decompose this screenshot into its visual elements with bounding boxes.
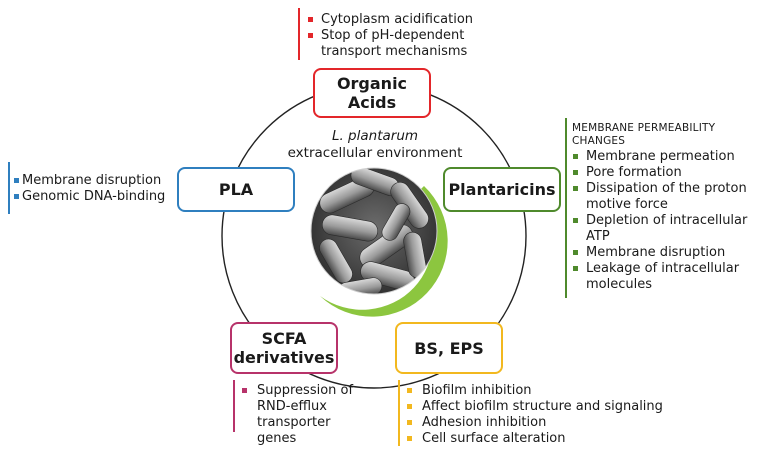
list-item: molecules [586, 277, 652, 292]
list-item: RND-efflux [257, 399, 327, 414]
list-item: genes [257, 431, 297, 446]
bullet-icon [573, 170, 578, 175]
list-item: Stop of pH-dependent [307, 28, 507, 44]
plantaricins-header: MEMBRANE PERMEABILITY CHANGES [572, 122, 716, 147]
list-item: transporter [257, 415, 331, 430]
bullet-icon [14, 178, 19, 183]
list-item: ATP [586, 229, 610, 244]
list-item: Genomic DNA-binding [14, 189, 184, 205]
list-item: Pore formation [572, 165, 757, 181]
node-organic-acids: Organic Acids [313, 68, 431, 118]
node-bs-eps: BS, EPS [395, 322, 503, 374]
scfa-label-1: SCFA [261, 329, 307, 348]
node-scfa: SCFA derivatives [230, 322, 338, 374]
list-item: Suppression of [239, 383, 379, 399]
list-item: Membrane disruption [14, 173, 184, 189]
list-item: Depletion of intracellular [572, 213, 757, 229]
organic-acids-line [298, 8, 300, 60]
list-item: Leakage of intracellular [572, 261, 757, 277]
scfa-line [233, 380, 235, 432]
list-item: Adhesion inhibition [404, 415, 704, 431]
pla-label: PLA [218, 180, 254, 199]
bullet-icon [407, 404, 412, 409]
bullet-icon [407, 420, 412, 425]
list-item: Membrane permeation [572, 149, 757, 165]
bacteria-micrograph [311, 168, 437, 294]
scfa-effects: Suppression of RND-efflux transporter ge… [239, 383, 379, 447]
plantaricins-line [565, 118, 567, 298]
pla-effects: Membrane disruption Genomic DNA-binding [14, 173, 184, 205]
list-item: motive force [586, 197, 668, 212]
organism-name: L. plantarum [331, 128, 419, 144]
scfa-label-2: derivatives [233, 348, 335, 367]
green-crescent [320, 186, 448, 317]
list-item: Membrane disruption [572, 245, 757, 261]
list-item: Cell surface alteration [404, 431, 704, 447]
bullet-icon [573, 186, 578, 191]
bullet-icon [242, 388, 247, 393]
bs-eps-effects: Biofilm inhibition Affect biofilm struct… [404, 383, 704, 447]
list-item: Cytoplasm acidification [307, 12, 507, 28]
list-item: transport mechanisms [321, 44, 468, 59]
bullet-icon [14, 194, 19, 199]
list-item: Biofilm inhibition [404, 383, 704, 399]
bullet-icon [407, 436, 412, 441]
bs-eps-line [398, 380, 400, 446]
organic-acids-effects: Cytoplasm acidification Stop of pH-depen… [307, 12, 507, 60]
list-item: Affect biofilm structure and signaling [404, 399, 704, 415]
bullet-icon [573, 266, 578, 271]
bs-eps-label: BS, EPS [414, 338, 484, 358]
bullet-icon [407, 388, 412, 393]
bullet-icon [308, 17, 313, 22]
organic-acids-label-2: Acids [347, 93, 397, 112]
plantaricins-label: Plantaricins [448, 180, 556, 199]
node-pla: PLA [177, 167, 295, 212]
list-item: Dissipation of the proton [572, 181, 757, 197]
node-plantaricins: Plantaricins [443, 167, 561, 212]
center-caption: L. plantarum extracellular environment [280, 128, 470, 162]
bullet-icon [573, 154, 578, 159]
bullet-icon [573, 218, 578, 223]
bullet-icon [573, 250, 578, 255]
plantaricins-effects: Membrane permeation Pore formation Dissi… [572, 149, 757, 293]
environment-label: extracellular environment [287, 145, 463, 161]
organic-acids-label-1: Organic [336, 74, 408, 93]
bullet-icon [308, 33, 313, 38]
pla-line [8, 162, 10, 214]
